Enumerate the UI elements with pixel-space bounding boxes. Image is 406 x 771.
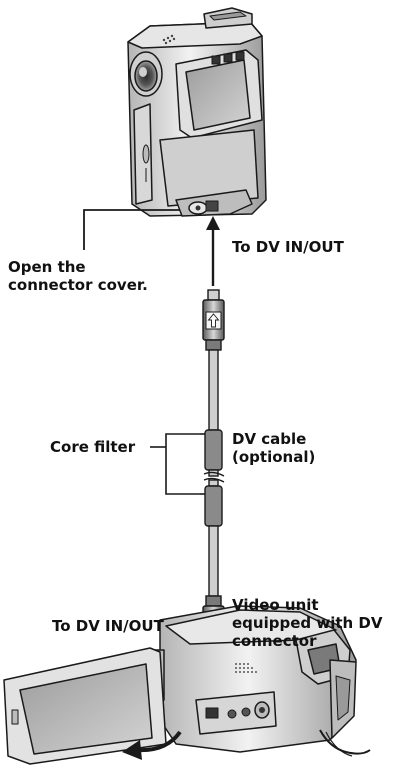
arrow-up-icon [206,312,221,329]
label-open-cover-line-1: Open the [8,258,148,276]
label-dv-cable: DV cable (optional) [232,430,315,466]
dv-cable [203,290,224,658]
label-dv-cable-line-2: (optional) [232,448,315,466]
label-to-dv-in-out-top: To DV IN/OUT [232,238,344,256]
label-video-unit-line-3: connector [232,632,382,650]
label-open-connector-cover: Open the connector cover. [8,258,148,294]
label-to-dv-in-out-bottom: To DV IN/OUT [52,617,164,635]
label-open-cover-line-2: connector cover. [8,276,148,294]
core-filter-bracket [150,434,205,494]
label-video-unit: Video unit equipped with DV connector [232,596,382,650]
label-video-unit-line-2: equipped with DV [232,614,382,632]
arrow-to-top-camcorder [206,216,220,286]
label-dv-cable-line-1: DV cable [232,430,315,448]
top-camcorder [128,8,266,216]
label-video-unit-line-1: Video unit [232,596,382,614]
label-core-filter: Core filter [50,438,135,456]
